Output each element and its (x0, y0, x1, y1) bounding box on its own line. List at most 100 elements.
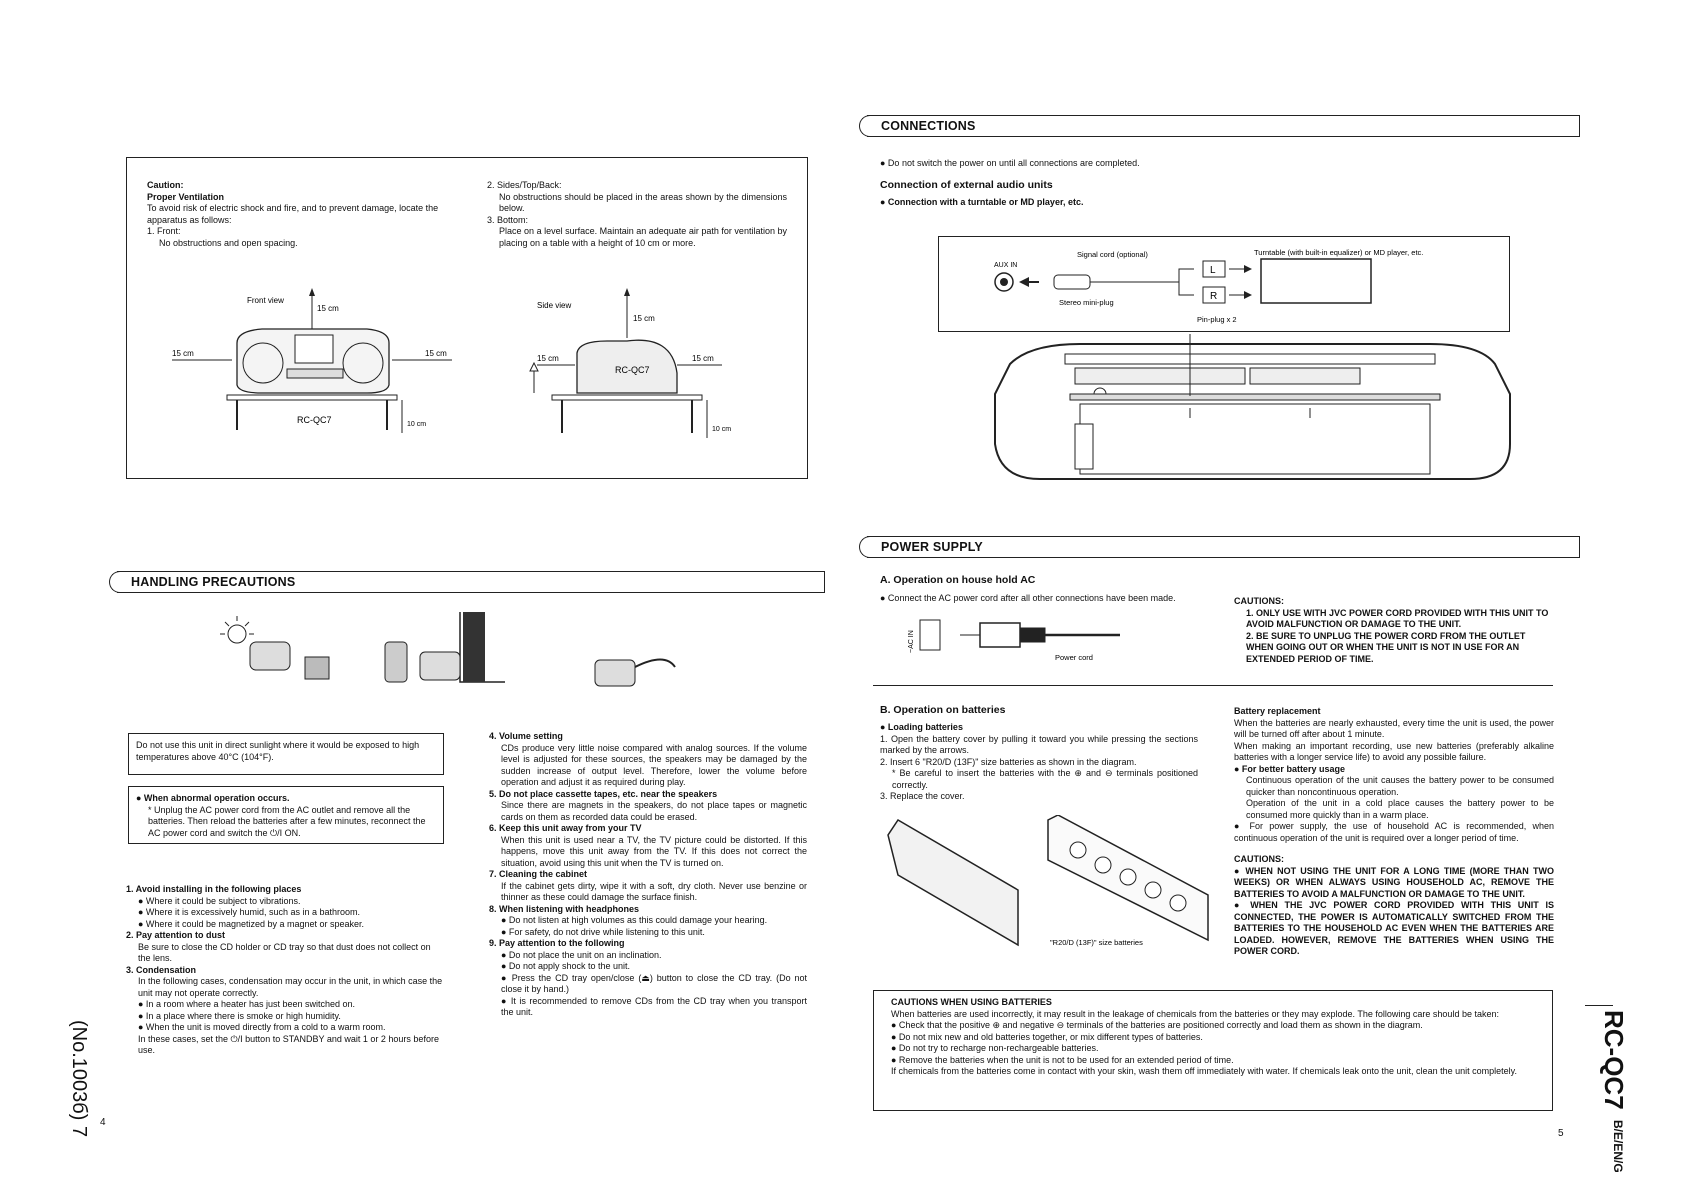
handling-list-left: 1. Avoid installing in the following pla… (126, 884, 444, 1057)
rear-panel-vent (1074, 367, 1246, 385)
usage-caution-item: ● Do not mix new and old batteries toget… (891, 1031, 1203, 1042)
side-dim-right: 15 cm (692, 354, 714, 363)
radio-cold-icon (419, 651, 461, 681)
handling-item-9-line: ● Do not place the unit on an inclinatio… (501, 949, 662, 960)
aux-in-label: AUX IN (994, 262, 1017, 269)
aux-in-jack-icon (994, 272, 1014, 292)
connections-note: ● Do not switch the power on until all c… (880, 158, 1140, 168)
handling-item-7-line: If the cabinet gets dirty, wipe it with … (501, 880, 807, 903)
battery-caution-item: ● WHEN NOT USING THE UNIT FOR A LONG TIM… (1234, 865, 1554, 899)
battery-cover (1079, 403, 1431, 475)
ventilation-heading: Proper Ventilation (147, 191, 225, 202)
power-section-header: POWER SUPPLY (859, 535, 1580, 558)
connection-diagram-box: AUX IN Stereo mini-plug Signal cord (opt… (938, 236, 1510, 332)
model-variant: B/E/EN/G (1611, 1120, 1625, 1173)
ac-caution-item: 2. BE SURE TO UNPLUG THE POWER CORD FROM… (1246, 630, 1526, 664)
handling-item-3-line: In these cases, set the ⏻/I button to ST… (138, 1033, 439, 1056)
abnormal-title: ● When abnormal operation occurs. (136, 793, 290, 803)
front-model-label: RC-QC7 (297, 415, 332, 425)
battery-cover-illustration (887, 818, 1019, 947)
handling-item-3-line: In the following cases, condensation may… (138, 976, 443, 998)
connections-title: CONNECTIONS (881, 119, 976, 133)
handling-item-9-line: ● It is recommended to remove CDs from t… (501, 995, 807, 1018)
front-dim-left: 15 cm (172, 349, 194, 358)
loading-step: 1. Open the battery cover by pulling it … (880, 733, 1198, 756)
handling-item-3-line: ● In a place where there is smoke or hig… (138, 1010, 341, 1021)
power-plug-icon (979, 622, 1021, 648)
front-dim-bottom: 10 cm (407, 421, 426, 428)
handling-item-1-line: ● Where it could be magnetized by a magn… (138, 918, 365, 929)
pin-plug-r-label: R (1210, 291, 1217, 302)
battery-caution-item: ● WHEN THE JVC POWER CORD PROVIDED WITH … (1234, 900, 1554, 956)
headphone-cord-icon (634, 658, 676, 668)
front-dim-top: 15 cm (317, 304, 339, 313)
sun-icon (220, 616, 254, 644)
better-usage-title: ● For better battery usage (1234, 763, 1345, 774)
ventilation-text-right: 2. Sides/Top/Back: No obstructions shoul… (487, 180, 787, 249)
usage-cautions-intro: When batteries are used incorrectly, it … (891, 1008, 1499, 1019)
page-number-right: 5 (1558, 1128, 1564, 1139)
ventilation-box: Caution: Proper Ventilation To avoid ris… (126, 157, 808, 479)
connections-bullet: ● Connection with a turntable or MD play… (880, 197, 1084, 207)
ac-caution-item: 1. ONLY USE WITH JVC POWER CORD PROVIDED… (1246, 607, 1549, 630)
connections-section-header: CONNECTIONS (859, 114, 1580, 137)
stereo-plug-label: Stereo mini-plug (1059, 298, 1114, 307)
handling-illustrations (220, 612, 676, 687)
arrow-left-icon (1019, 277, 1029, 287)
pin-plug-r-icon (1202, 286, 1226, 304)
handling-item-2-line: Be sure to close the CD holder or CD tra… (138, 941, 431, 964)
loading-step: 2. Insert 6 "R20/D (13F)" size batteries… (880, 756, 1137, 767)
handling-item-1-line: ● Where it could be subject to vibration… (138, 895, 301, 906)
side-view-illustration: Side view 15 cm 15 cm 15 cm RC-QC7 10 cm (529, 288, 731, 438)
ac-cautions: CAUTIONS: 1. ONLY USE WITH JVC POWER COR… (1234, 596, 1554, 665)
usage-caution-item: If chemicals from the batteries come in … (891, 1066, 1517, 1076)
pin-plug-l-icon (1202, 260, 1226, 278)
front-view-label: Front view (247, 296, 284, 305)
front-dim-right: 15 cm (425, 349, 447, 358)
front-label: 1. Front: (147, 226, 181, 236)
boombox-rear-illustration (994, 334, 1511, 480)
ac-bullet: ● Connect the AC power cord after all ot… (880, 593, 1176, 603)
handling-item-3-line: ● When the unit is moved directly from a… (138, 1022, 386, 1032)
handling-list-right: 4. Volume setting CDs produce very littl… (489, 731, 807, 1019)
ventilation-text-left: Caution: Proper Ventilation To avoid ris… (147, 180, 447, 249)
battery-loading-illustration: "R20/D (13F)" size batteries (887, 815, 1209, 947)
heater-icon (304, 656, 330, 680)
handling-item-2-title: 2. Pay attention to dust (126, 930, 226, 940)
handling-item-8-line: ● Do not listen at high volumes as this … (501, 915, 768, 925)
usage-caution-item: ● Remove the batteries when the unit is … (891, 1054, 1234, 1065)
connections-subhead: Connection of external audio units (880, 179, 1053, 191)
battery-usage-cautions-box: CAUTIONS WHEN USING BATTERIES When batte… (873, 990, 1553, 1111)
pin-plug-label: Pin-plug x 2 (1197, 315, 1237, 324)
side-dim-bottom: 10 cm (712, 426, 731, 433)
bottom-text: Place on a level surface. Maintain an ad… (499, 226, 787, 248)
front-view-illustration: Front view 15 cm 15 cm 15 cm RC-QC7 10 c… (172, 288, 452, 433)
usage-caution-item: ● Do not try to recharge non-rechargeabl… (891, 1043, 1099, 1053)
loading-batteries: ● Loading batteries 1. Open the battery … (880, 722, 1198, 803)
abnormal-text: * Unplug the AC power cord from the AC o… (148, 804, 426, 838)
pin-plug-l-label: L (1210, 265, 1216, 276)
battery-replacement: Battery replacement When the batteries a… (1234, 706, 1554, 958)
turntable-label: Turntable (with built-in equalizer) or M… (1254, 248, 1423, 257)
loading-title: ● Loading batteries (880, 722, 963, 732)
model-label: RC-QC7 (1599, 1010, 1629, 1110)
replace-line: When making an important recording, use … (1234, 740, 1554, 763)
ac-socket-icon (919, 619, 941, 651)
ac-in-label: ~AC IN (908, 630, 915, 653)
model-label-rule (1585, 1005, 1613, 1006)
loading-step: 3. Replace the cover. (880, 791, 965, 801)
radio-headphones-icon (594, 659, 636, 687)
page-number-left: 4 (100, 1117, 106, 1128)
connection-diagram: AUX IN Stereo mini-plug Signal cord (opt… (994, 248, 1423, 324)
side-dim-left: 15 cm (537, 354, 559, 363)
signal-cord-label: Signal cord (optional) (1077, 250, 1148, 259)
batteries-heading: B. Operation on batteries (880, 704, 1006, 716)
humidifier-icon (384, 641, 408, 683)
power-title: POWER SUPPLY (881, 540, 983, 554)
usage-caution-item: ● Check that the positive ⊕ and negative… (891, 1020, 1423, 1030)
turntable-icon (1260, 258, 1372, 304)
handling-item-6-line: When this unit is used near a TV, the TV… (501, 834, 807, 868)
power-cord-label: Power cord (1055, 653, 1093, 662)
caution-label: Caution: (147, 180, 184, 190)
handling-item-5-title: 5. Do not place cassette tapes, etc. nea… (489, 788, 718, 799)
